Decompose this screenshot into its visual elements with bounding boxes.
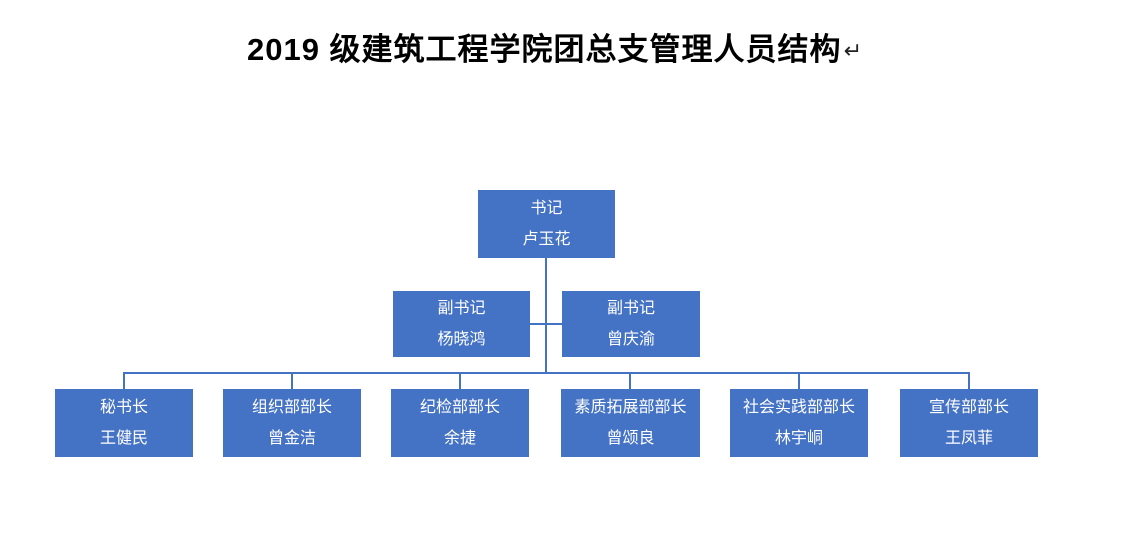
org-node-social-practice-dept-head[interactable]: 社会实践部部长 林宇峒 [730,389,868,457]
connector-drop [291,372,293,389]
org-node-secretary-general[interactable]: 秘书长 王健民 [55,389,193,457]
node-role: 副书记 [606,299,655,317]
node-role: 纪检部部长 [419,398,500,416]
node-role: 社会实践部部长 [742,398,855,416]
node-role: 秘书长 [99,398,148,416]
node-name: 王凤菲 [944,429,993,447]
connector-drop [123,372,125,389]
node-role: 组织部部长 [251,398,332,416]
org-node-discipline-dept-head[interactable]: 纪检部部长 余捷 [391,389,529,457]
org-node-quality-development-dept-head[interactable]: 素质拓展部部长 曾颂良 [561,389,700,457]
connector-drop [629,372,631,389]
connector-drop [798,372,800,389]
org-node-deputy-secretary-1[interactable]: 副书记 杨晓鸿 [393,291,530,357]
node-name: 王健民 [99,429,148,447]
node-role: 素质拓展部部长 [574,398,687,416]
connector-assistant-stub [530,323,562,325]
node-role: 书记 [530,199,563,217]
node-name: 杨晓鸿 [437,330,486,348]
node-role: 宣传部部长 [928,398,1009,416]
node-name: 曾颂良 [606,429,655,447]
paragraph-mark-icon: ↵ [843,38,863,63]
node-role: 副书记 [437,299,486,317]
org-node-deputy-secretary-2[interactable]: 副书记 曾庆渝 [562,291,700,357]
org-node-publicity-dept-head[interactable]: 宣传部部长 王凤菲 [900,389,1038,457]
org-node-secretary[interactable]: 书记 卢玉花 [478,190,615,258]
page-title-text: 2019 级建筑工程学院团总支管理人员结构 [246,32,842,67]
org-node-organization-dept-head[interactable]: 组织部部长 曾金洁 [223,389,361,457]
connector-vertical-top [545,258,547,374]
node-name: 曾庆渝 [606,330,655,348]
node-name: 卢玉花 [522,230,571,248]
connector-drop [968,372,970,389]
connector-drop [459,372,461,389]
node-name: 曾金洁 [267,429,316,447]
connector-horizontal-bus [123,372,970,374]
node-name: 林宇峒 [774,429,823,447]
node-name: 余捷 [443,429,476,447]
page-title: 2019 级建筑工程学院团总支管理人员结构↵ [0,24,1110,69]
